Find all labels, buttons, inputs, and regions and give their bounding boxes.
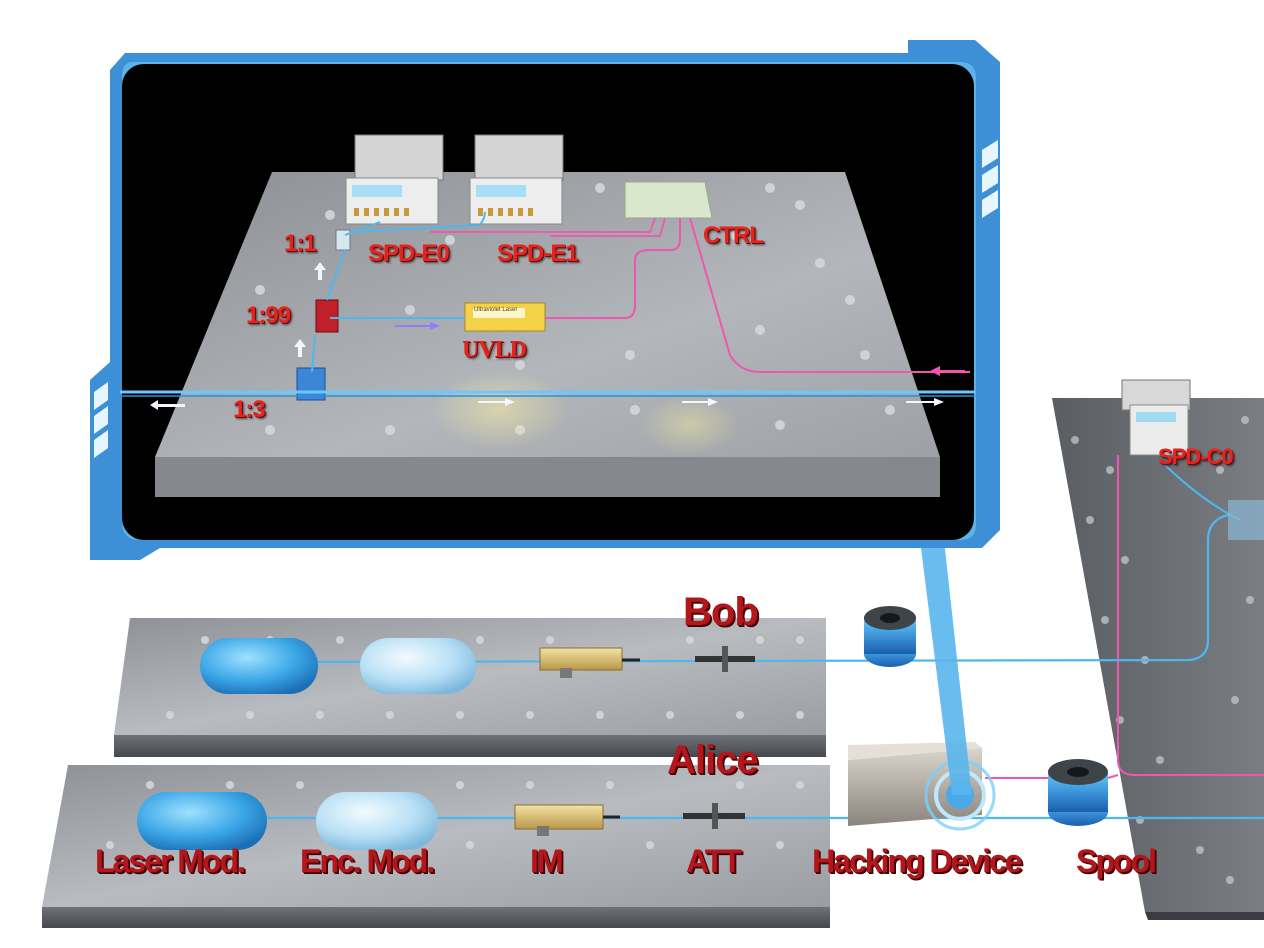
- splitter-1-99: [315, 299, 339, 333]
- spd-e0-detector: [345, 134, 444, 225]
- inset-beam: [920, 540, 972, 795]
- enc-mod-label: Enc. Mod.: [300, 843, 435, 879]
- bob-enc-pill: [360, 638, 476, 694]
- split-1-99-label: 1:99: [246, 302, 291, 329]
- inset-scene: [120, 134, 975, 497]
- split-1-3-label: 1:3: [233, 396, 266, 423]
- ctrl-box: [624, 181, 713, 219]
- att-label: ATT: [686, 843, 742, 879]
- uvld-device-label: Ultraviolet Laser: [474, 307, 518, 313]
- spd-c0-detector: [1121, 379, 1191, 456]
- hacking-device-label: Hacking Device: [812, 843, 1023, 879]
- bob-att: [695, 646, 755, 672]
- splitter-1-3: [296, 367, 326, 401]
- spd-e1-label: SPD-E1: [497, 240, 579, 267]
- bob-components: [200, 606, 916, 694]
- alice-att: [683, 803, 745, 829]
- bob-spool: [864, 606, 916, 667]
- alice-spool: [1048, 759, 1108, 826]
- uvld-label: UVLD: [462, 337, 527, 363]
- split-1-1-label: 1:1: [284, 230, 317, 257]
- spd-e1-detector: [469, 134, 564, 225]
- ctrl-label: CTRL: [703, 222, 764, 249]
- alice-enc-pill: [316, 792, 438, 850]
- alice-components: [137, 742, 1108, 850]
- laser-mod-label: Laser Mod.: [95, 843, 246, 879]
- spool-label: Spool: [1076, 843, 1157, 879]
- alice-laser-pill: [137, 792, 267, 850]
- bob-label: Bob: [683, 590, 759, 634]
- spd-e0-label: SPD-E0: [368, 240, 450, 267]
- alice-label: Alice: [667, 738, 759, 782]
- bob-laser-pill: [200, 638, 318, 694]
- im-label: IM: [530, 843, 564, 879]
- spd-c0-label: SPD-C0: [1158, 444, 1234, 469]
